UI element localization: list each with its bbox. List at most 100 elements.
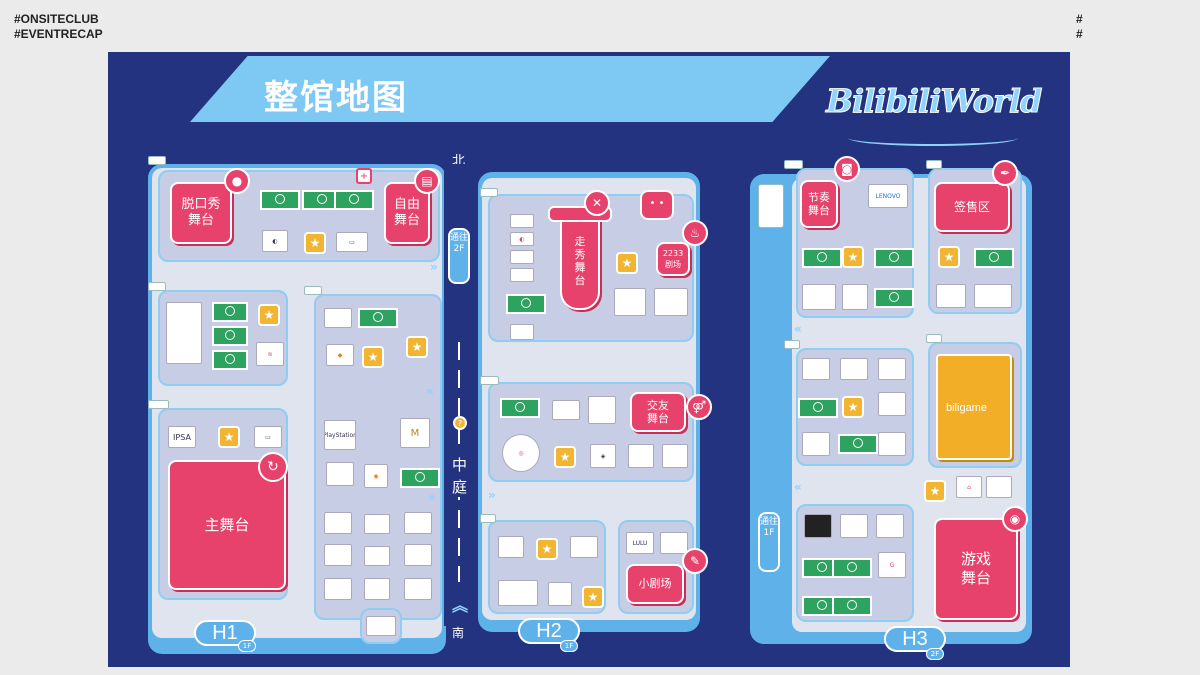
brand-logo: ▭ <box>254 426 282 448</box>
zone-label <box>148 156 166 165</box>
court <box>802 248 842 268</box>
pot-icon[interactable]: ♨ <box>682 220 708 246</box>
courtyard-label-2: 庭 <box>452 476 468 497</box>
court <box>798 398 838 418</box>
microphone-icon[interactable]: ● <box>224 168 250 194</box>
brand-logo <box>654 288 688 316</box>
south-label: 南 <box>452 626 465 640</box>
swords-icon[interactable]: ✕ <box>584 190 610 216</box>
star-badge: ★ <box>938 246 960 268</box>
bilibili-tv-icon: • • <box>640 190 674 220</box>
brand-logo <box>660 532 688 554</box>
catwalk-stage[interactable]: 走 秀 舞 台 <box>560 212 600 310</box>
talk-show-stage[interactable]: 脱口秀 舞台 <box>170 182 232 244</box>
lulu-logo: LULU <box>626 532 654 554</box>
biligame-booth[interactable] <box>936 354 1012 460</box>
venue-map: 整馆地图 BilibiliWorld 北 南 脱口秀 舞台 ● ◐ ★ ▭ + … <box>108 52 1070 667</box>
tag-right-2: # <box>1076 27 1083 41</box>
pen-icon[interactable]: ✒ <box>992 160 1018 186</box>
map-title: 整馆地图 <box>264 78 408 118</box>
brand-logo <box>588 396 616 424</box>
small-theater-stage[interactable]: 小剧场 <box>626 564 684 604</box>
brand-logo <box>404 578 432 600</box>
courtyard-label-1: 中 <box>452 454 468 475</box>
court <box>212 326 248 346</box>
brand-logo <box>404 512 432 534</box>
court <box>500 398 540 418</box>
brand-logo <box>366 616 396 636</box>
megaphone-icon[interactable]: ✎ <box>682 548 708 574</box>
brand-logo <box>840 358 868 380</box>
tag-eventrecap: #EVENTRECAP <box>14 27 103 41</box>
star-badge: ★ <box>218 426 240 448</box>
elevator-to-2f[interactable]: 通往 2F <box>448 228 470 284</box>
hall-h2-badge: H2 <box>518 618 580 644</box>
brand-logo: ⌂ <box>956 476 982 498</box>
brand-logo <box>878 358 906 380</box>
star-badge: ★ <box>536 538 558 560</box>
tag-onsiteclub: #ONSITECLUB <box>14 12 99 26</box>
brand-logo <box>628 444 654 468</box>
theater-2233[interactable]: 2233 剧场 <box>656 242 690 276</box>
brand-logo <box>804 514 832 538</box>
brand-logo <box>802 284 836 310</box>
brand-logo <box>548 582 572 606</box>
court <box>874 288 914 308</box>
game-stage[interactable]: 游戏 舞台 <box>934 518 1018 620</box>
logo-orbit <box>848 130 1018 146</box>
rhythm-stage[interactable]: 节奏 舞台 <box>800 180 838 228</box>
main-stage[interactable]: 主舞台 <box>168 460 286 590</box>
star-badge: ★ <box>258 304 280 326</box>
court <box>212 350 248 370</box>
hall-h3-badge: H3 <box>884 626 946 652</box>
brand-logo <box>498 536 524 558</box>
speaker-icon[interactable]: ◙ <box>834 156 860 182</box>
brand-logo <box>510 324 534 340</box>
gender-icon[interactable]: ⚤ <box>686 394 712 420</box>
zone-label <box>926 334 942 343</box>
brand-logo <box>842 284 868 310</box>
gamepad-icon[interactable]: ◉ <box>1002 506 1028 532</box>
zone-label <box>480 188 498 197</box>
brand-logo: ▭ <box>336 232 368 252</box>
brand-logo <box>614 288 646 316</box>
brand-logo <box>876 514 904 538</box>
star-badge: ★ <box>582 586 604 608</box>
brand-logo: M <box>400 418 430 448</box>
star-badge: ★ <box>842 396 864 418</box>
radio-icon[interactable]: ▤ <box>414 168 440 194</box>
brand-logo <box>662 444 688 468</box>
chevron-icon: « <box>794 480 802 494</box>
zone-label <box>480 514 496 523</box>
lenovo-logo: LENOVO <box>868 184 908 208</box>
court <box>302 190 342 210</box>
star-badge: ★ <box>554 446 576 468</box>
bilibiliworld-logo: BilibiliWorld <box>825 82 1042 121</box>
brand-logo <box>986 476 1012 498</box>
court <box>260 190 300 210</box>
brand-logo <box>404 544 432 566</box>
court <box>400 468 440 488</box>
brand-logo <box>324 308 352 328</box>
elevator-to-1f[interactable]: 通往 1F <box>758 512 780 572</box>
brand-logo <box>570 536 598 558</box>
brand-logo <box>840 514 868 538</box>
title-banner <box>190 56 830 122</box>
chevron-icon: « <box>794 322 802 336</box>
ticket-area[interactable]: 签售区 <box>934 182 1010 232</box>
court <box>838 434 878 454</box>
brand-logo: ◐ <box>510 232 534 246</box>
info-icon[interactable]: ? <box>453 416 467 430</box>
rest-area <box>552 400 580 420</box>
court <box>832 558 872 578</box>
up-chevron-icon: ︽ <box>452 596 469 615</box>
zone-label <box>784 160 804 169</box>
hall-h2-floor-label: 1F <box>560 640 578 652</box>
social-stage[interactable]: 交友 舞台 <box>630 392 686 432</box>
brand-logo: ◎ <box>502 434 540 472</box>
brand-logo: ◉ <box>364 464 388 488</box>
refresh-icon[interactable]: ↻ <box>258 452 288 482</box>
zone-label <box>784 340 800 349</box>
court <box>334 190 374 210</box>
star-badge: ★ <box>362 346 384 368</box>
